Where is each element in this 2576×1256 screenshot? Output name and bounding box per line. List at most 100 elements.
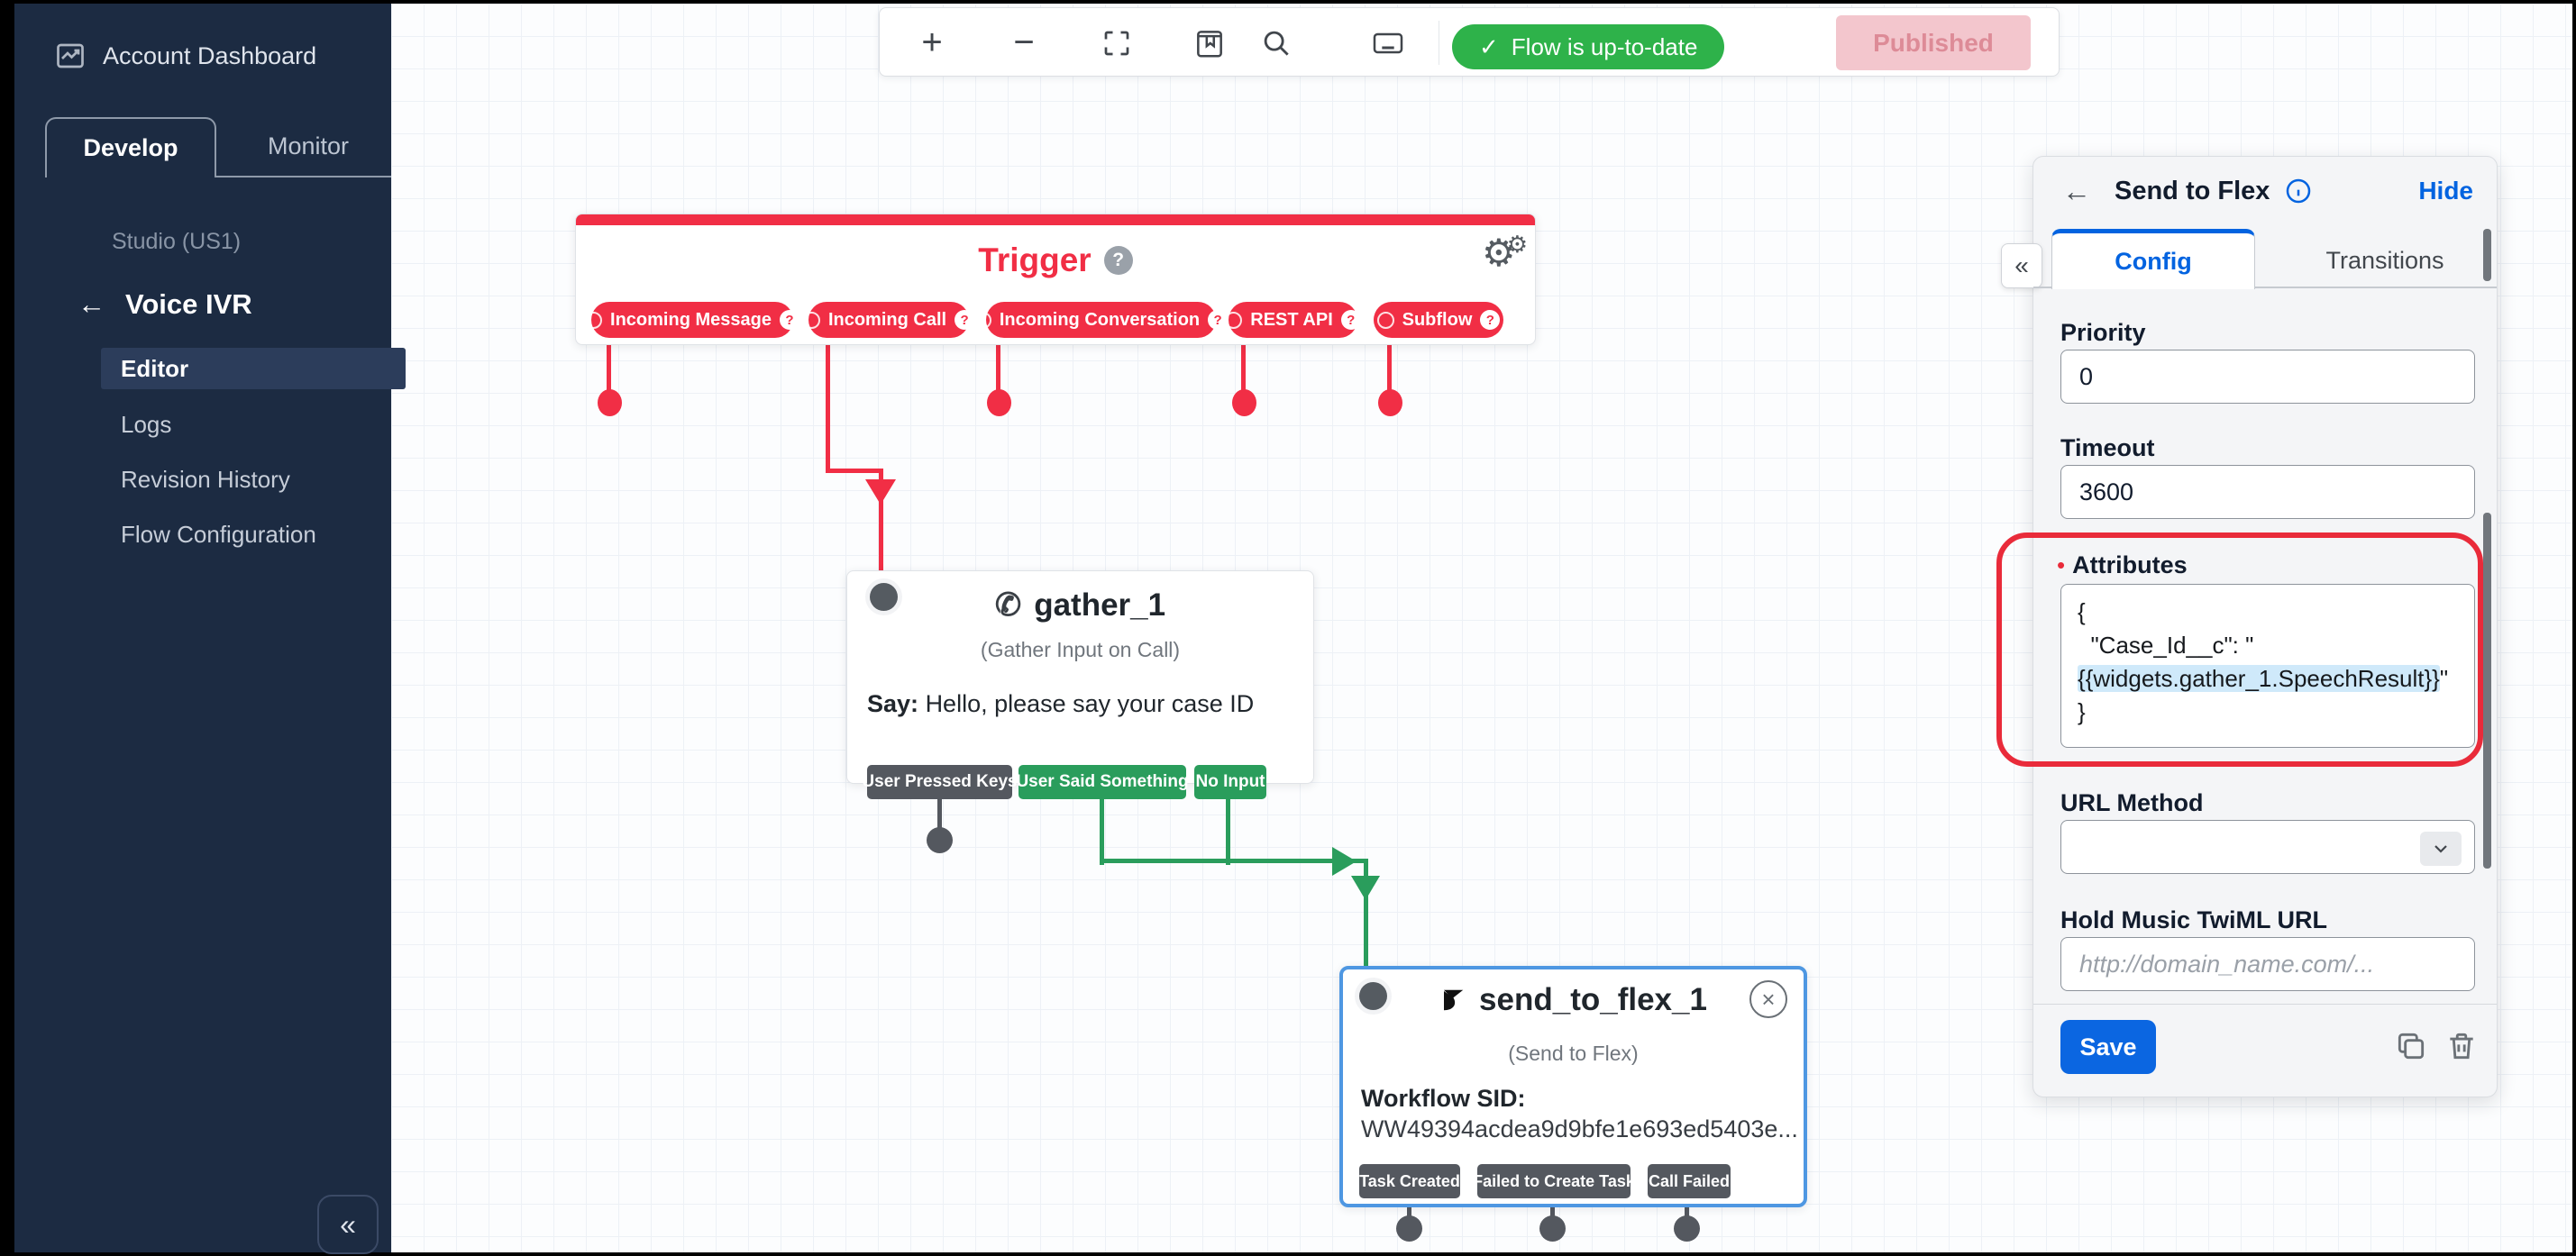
- trash-icon[interactable]: [2444, 1029, 2479, 1063]
- outcome-call-failed[interactable]: Call Failed: [1648, 1164, 1731, 1198]
- published-button[interactable]: Published: [1836, 15, 2031, 70]
- fit-screen-icon[interactable]: [1092, 8, 1142, 77]
- say-text: Hello, please say your case ID: [925, 690, 1255, 717]
- trigger-title-row: Trigger ?: [576, 241, 1535, 279]
- help-icon[interactable]: ?: [1480, 310, 1501, 330]
- copy-icon[interactable]: [2394, 1029, 2428, 1063]
- close-icon[interactable]: ×: [1749, 980, 1787, 1018]
- workflow-sid-label: Workflow SID:: [1361, 1085, 1526, 1112]
- help-icon[interactable]: ?: [779, 310, 799, 330]
- trigger-title: Trigger: [978, 241, 1092, 278]
- panel-scrollbar-thumb[interactable]: [2483, 229, 2491, 281]
- help-icon[interactable]: ?: [955, 310, 975, 330]
- trigger-pill-incoming-conversation[interactable]: Incoming Conversation ?: [973, 302, 1229, 338]
- zoom-out-button[interactable]: −: [1013, 23, 1035, 62]
- attr-line: {{widgets.gather_1.SpeechResult}}": [2078, 665, 2449, 692]
- library-icon[interactable]: [1184, 8, 1235, 77]
- sidebar-item-logs[interactable]: Logs: [121, 410, 172, 438]
- tab-underline: [216, 176, 391, 177]
- panel-collapse-button[interactable]: «: [2001, 243, 2042, 288]
- gather-type: (Gather Input on Call): [980, 638, 1181, 661]
- tab-config[interactable]: Config: [2051, 229, 2255, 289]
- flex-icon: [1439, 987, 1466, 1014]
- gather-widget[interactable]: ✆ gather_1 (Gather Input on Call) Say: H…: [846, 570, 1314, 784]
- help-icon[interactable]: ?: [1208, 310, 1229, 330]
- outcome-user-said-something[interactable]: User Said Something: [1016, 765, 1189, 799]
- connector-endpoint[interactable]: [598, 389, 622, 416]
- chart-icon: [54, 40, 87, 72]
- connector-line: [937, 798, 942, 831]
- connector-line: [1685, 1197, 1689, 1221]
- panel-title: Send to Flex: [2115, 176, 2270, 205]
- sidebar: Account Dashboard Develop Monitor Studio…: [14, 4, 406, 1254]
- connector-arrow: [1351, 876, 1380, 900]
- connector-line: [996, 337, 1000, 391]
- search-icon[interactable]: [1251, 8, 1302, 77]
- back-arrow-icon[interactable]: ←: [78, 288, 105, 320]
- outcome-failed-to-create-task[interactable]: Failed to Create Task: [1473, 1164, 1635, 1198]
- outcome-task-created[interactable]: Task Created: [1359, 1164, 1460, 1198]
- trigger-pill-incoming-call[interactable]: Incoming Call ?: [802, 302, 975, 338]
- connector-endpoint[interactable]: [1232, 389, 1256, 416]
- url-method-select[interactable]: [2060, 820, 2475, 874]
- sidebar-collapse-button[interactable]: «: [317, 1195, 379, 1254]
- tab-develop[interactable]: Develop: [45, 117, 216, 177]
- zoom-in-button[interactable]: +: [921, 23, 943, 62]
- connector-endpoint[interactable]: [1396, 1215, 1422, 1242]
- collapse-icon: «: [2014, 251, 2029, 279]
- trigger-pill-incoming-message[interactable]: Incoming Message ?: [585, 302, 799, 338]
- sidebar-item-editor[interactable]: Editor: [101, 348, 406, 389]
- send-title-row: send_to_flex_1: [1343, 982, 1804, 1018]
- trigger-pill-rest-api[interactable]: REST API ?: [1225, 302, 1361, 338]
- radio-ring-icon: [1376, 311, 1394, 329]
- connector-endpoint[interactable]: [1378, 389, 1402, 416]
- tab-transitions[interactable]: Transitions: [2325, 246, 2444, 274]
- environment-label: Studio (US1): [112, 229, 242, 254]
- back-arrow-icon[interactable]: ←: [2062, 174, 2091, 207]
- flow-back-header[interactable]: ← Voice IVR: [78, 288, 252, 321]
- widget-input-port[interactable]: [870, 583, 898, 611]
- save-button[interactable]: Save: [2060, 1020, 2156, 1074]
- timeout-input[interactable]: [2060, 465, 2475, 519]
- hide-link[interactable]: Hide: [2418, 177, 2473, 205]
- phone-icon: ✆: [994, 587, 1022, 623]
- trigger-accent-bar: [576, 214, 1535, 225]
- widget-input-port[interactable]: [1359, 982, 1387, 1010]
- info-icon[interactable]: [2284, 177, 2313, 205]
- tab-monitor[interactable]: Monitor: [267, 132, 350, 159]
- outcome-user-pressed-keys[interactable]: User Pressed Keys: [862, 765, 1018, 799]
- connector-line: [1364, 859, 1368, 966]
- help-icon[interactable]: ?: [1103, 246, 1133, 275]
- attr-line: "Case_Id__c": ": [2090, 632, 2254, 659]
- outcome-no-input[interactable]: No Input: [1194, 765, 1266, 799]
- connector-endpoint[interactable]: [927, 827, 953, 853]
- attr-line: {: [2078, 598, 2086, 625]
- help-icon[interactable]: ?: [1340, 310, 1361, 330]
- send-type: (Send to Flex): [1508, 1042, 1639, 1065]
- connector-endpoint[interactable]: [987, 389, 1011, 416]
- connector-endpoint[interactable]: [1674, 1215, 1700, 1242]
- timeout-label: Timeout: [2060, 434, 2155, 461]
- url-method-label: URL Method: [2060, 789, 2204, 816]
- required-bullet: •: [2057, 551, 2066, 578]
- account-dashboard-link[interactable]: Account Dashboard: [54, 40, 316, 72]
- priority-label: Priority: [2060, 319, 2146, 346]
- keyboard-icon[interactable]: [1363, 8, 1413, 77]
- sidebar-item-revision-history[interactable]: Revision History: [121, 465, 290, 493]
- hold-music-label: Hold Music TwiML URL: [2060, 906, 2327, 933]
- attributes-textarea[interactable]: { "Case_Id__c": " {{widgets.gather_1.Spe…: [2060, 584, 2475, 748]
- send-name: send_to_flex_1: [1479, 982, 1707, 1017]
- sidebar-item-flow-configuration[interactable]: Flow Configuration: [121, 520, 316, 548]
- priority-input[interactable]: [2060, 350, 2475, 404]
- content-scrollbar-thumb[interactable]: [2483, 513, 2491, 869]
- chevron-down-icon: [2420, 832, 2462, 866]
- trigger-pill-subflow[interactable]: Subflow ?: [1374, 302, 1503, 338]
- gear-icon[interactable]: ⚙⚙: [1482, 231, 1528, 274]
- panel-header: ← Send to Flex Hide: [2033, 169, 2497, 213]
- connector-endpoint[interactable]: [1539, 1215, 1566, 1242]
- radio-ring-icon: [973, 311, 991, 329]
- hold-music-input[interactable]: [2060, 937, 2475, 991]
- connector-line: [1241, 337, 1246, 391]
- attributes-label-row: • Attributes: [2057, 551, 2188, 579]
